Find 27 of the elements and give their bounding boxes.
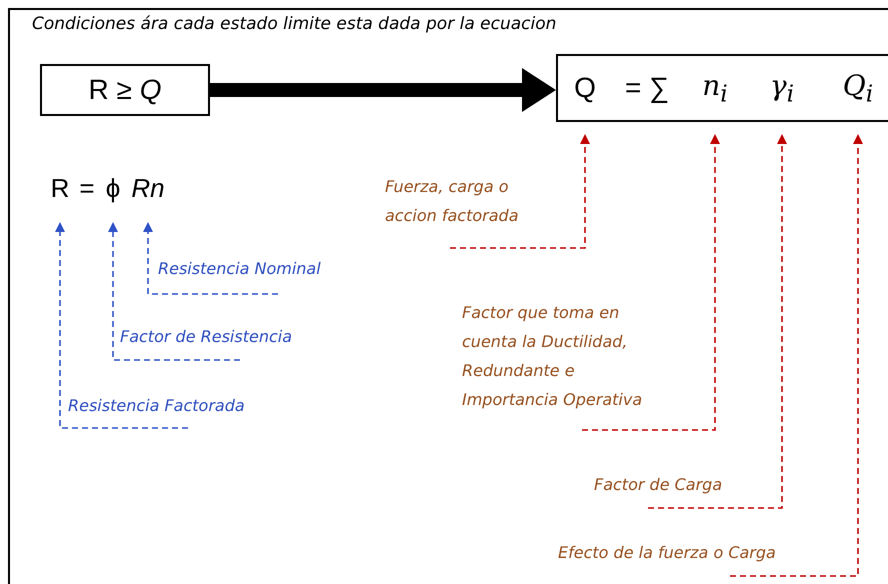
annotation-text: Factor de Carga (594, 470, 779, 508)
equation-box (556, 54, 888, 122)
leader-line (648, 134, 787, 509)
equation-term: n$_{i}$ (697, 56, 733, 120)
leader-line (143, 222, 278, 295)
equation-term: Q$_{i}$ (838, 56, 878, 120)
equation-term: = ∑ (606, 56, 688, 120)
annotation-text: Efecto de la fuerza o Carga (558, 538, 856, 576)
equation-term: Q (570, 56, 600, 120)
equation-term: γ$_{i}$ (764, 56, 800, 120)
annotation-text: Resistencia Factorada (60, 393, 320, 428)
annotation-text: Factor que toma en cuenta la Ductilidad, Redundante e Importancia Operativa (462, 298, 667, 430)
annotation-text: Factor de Resistencia (112, 324, 362, 360)
leader-line (582, 134, 720, 431)
leader-line (108, 222, 240, 361)
leader-line (450, 134, 590, 249)
equals-sign: = (78, 172, 96, 204)
annotation-text: Fuerza, carga o accion factorada (385, 172, 565, 248)
annotation-text: Resistencia Nominal (150, 256, 380, 294)
equation-term: Rn (128, 160, 168, 216)
inequality-box: R ≥ Q (40, 64, 210, 116)
title: Condiciones ára cada estado limite esta dada por la ecuacion (32, 14, 556, 34)
leader-line (55, 222, 188, 429)
equation-term: ϕ (100, 160, 126, 216)
leader-line (730, 134, 863, 577)
equation-term: R (45, 160, 75, 216)
arrow (210, 68, 556, 112)
